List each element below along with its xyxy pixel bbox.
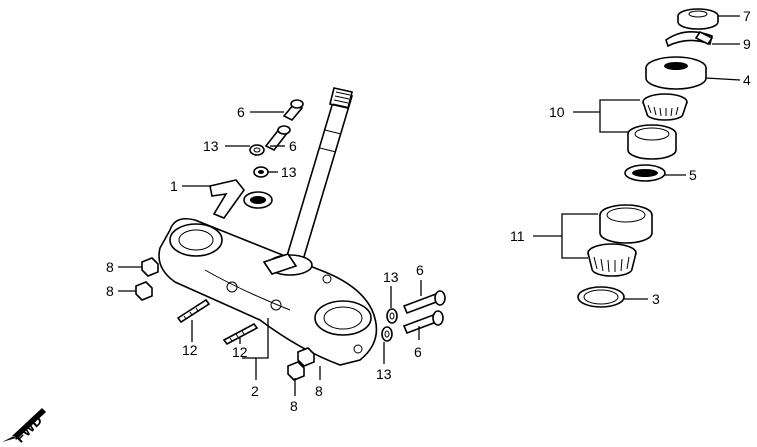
washer-13-right-b [381, 326, 393, 342]
part-10-upper-bearing [642, 93, 688, 121]
bolt-6-right-b [402, 310, 444, 335]
callout-6-mid: 6 [289, 138, 297, 154]
washer-13-right-a [386, 308, 398, 324]
bolt-6-upper-b [264, 125, 291, 152]
callout-6-right-top: 6 [416, 262, 424, 278]
callout-12-a: 12 [182, 342, 198, 358]
nut-8-lower-b [287, 361, 305, 381]
callout-3: 3 [652, 291, 660, 307]
callout-7: 7 [743, 8, 751, 24]
stud-12-b [222, 322, 259, 346]
callout-2: 2 [251, 383, 259, 399]
nut-8-left-b [135, 281, 153, 301]
callout-13-right-bottom: 13 [376, 366, 392, 382]
part-2-under-bracket [158, 217, 378, 366]
callout-8-lower-b: 8 [290, 398, 298, 414]
callout-8-lower-a: 8 [315, 383, 323, 399]
washer-13-upper [249, 144, 265, 156]
callout-13-nut: 13 [281, 164, 297, 180]
callout-8-left-a: 8 [106, 259, 114, 275]
part-10-upper-race [627, 124, 677, 160]
nut-13-upper [253, 166, 269, 178]
leader-lines [118, 15, 741, 396]
part-3-dust-seal [577, 286, 625, 308]
stud-12-a [176, 298, 211, 324]
bolt-6-upper-a [282, 99, 304, 121]
fwd-arrow-icon [2, 408, 46, 442]
callout-9: 9 [743, 36, 751, 52]
callout-1: 1 [170, 178, 178, 194]
part-9-lock-washer [665, 30, 714, 48]
callout-13-right-top: 13 [383, 269, 399, 285]
callout-12-b: 12 [232, 344, 248, 360]
callout-11: 11 [510, 228, 525, 244]
callout-5: 5 [689, 167, 697, 183]
nut-8-lower-a [297, 347, 315, 367]
callout-8-left-b: 8 [106, 283, 114, 299]
part-5-dust-seal [624, 164, 666, 182]
callout-10: 10 [549, 104, 565, 120]
callout-4: 4 [743, 72, 751, 88]
callout-6-right-bottom: 6 [414, 344, 422, 360]
callout-6-top: 6 [237, 104, 245, 120]
part-11-lower-bearing [587, 243, 637, 277]
part-7-lock-nut [677, 8, 719, 30]
callout-13-washer: 13 [203, 138, 219, 154]
nut-8-left-a [141, 257, 159, 277]
part-1-hose-bracket [209, 179, 273, 219]
bolt-6-right-a [402, 290, 446, 315]
part-4-adjusting-nut [645, 56, 707, 90]
part-11-lower-race [599, 204, 653, 244]
